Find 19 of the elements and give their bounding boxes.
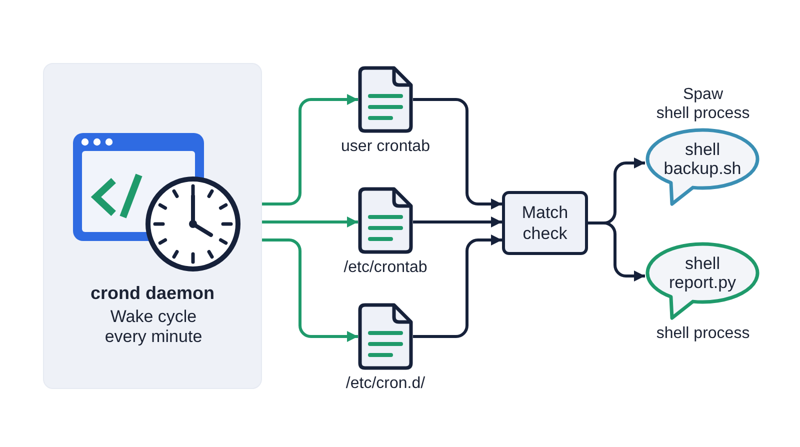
connector-arrow: [588, 222, 645, 282]
daemon-panel: [43, 63, 262, 389]
process-caption: shell process: [656, 104, 750, 123]
connector-arrow: [413, 234, 502, 338]
process-caption: shell process: [656, 324, 750, 343]
file-name: user crontab: [341, 137, 430, 156]
schedule-description: Wake cycle every minute: [104, 307, 204, 347]
connector-arrow: [262, 216, 358, 228]
process-box: Match check: [502, 191, 588, 255]
process-caption: Spaw: [682, 85, 724, 104]
connector-arrow: [413, 98, 502, 210]
file-name: /etc/crontab: [344, 258, 428, 277]
connector-arrow: [262, 238, 358, 342]
connector-arrow: [262, 94, 358, 206]
speech-bubble: shell backup.sh: [645, 128, 760, 206]
daemon-name: crond daemon: [89, 282, 216, 304]
speech-bubble: shell report.py: [645, 242, 760, 320]
connector-arrow: [413, 216, 502, 228]
file-name: /etc/cron.d/: [346, 374, 426, 393]
